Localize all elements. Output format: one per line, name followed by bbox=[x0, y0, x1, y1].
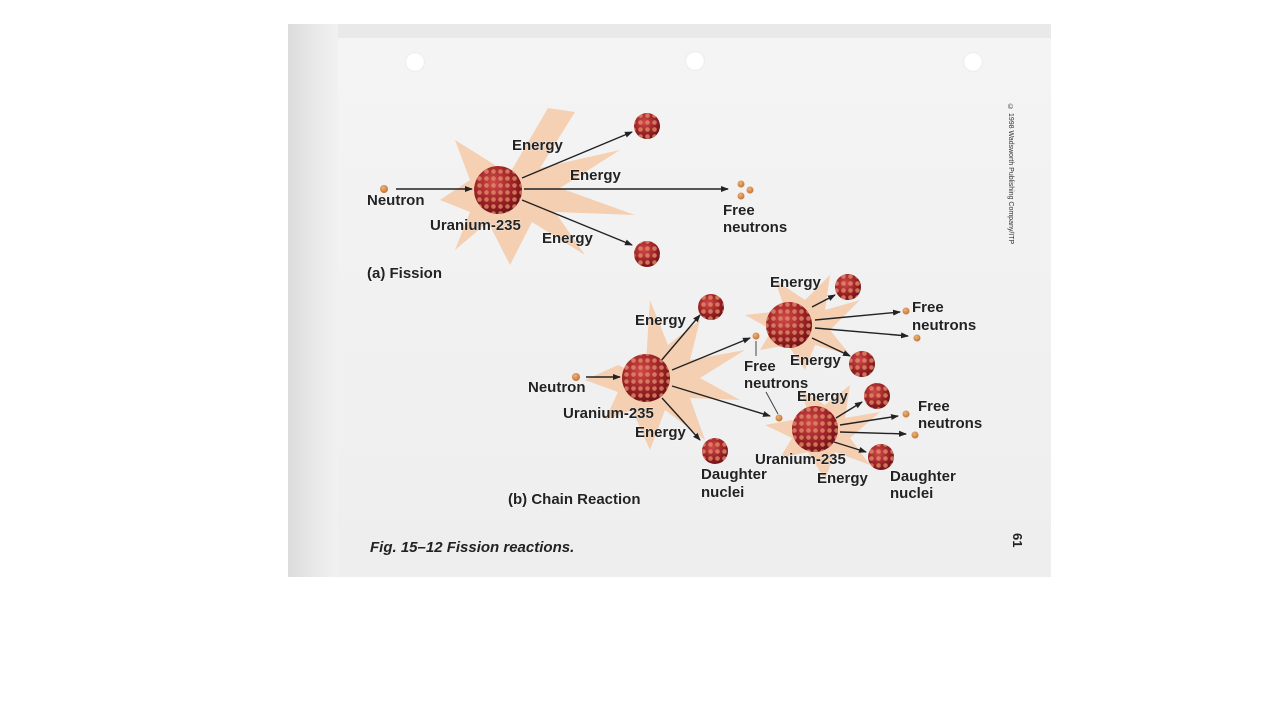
neutron-icon bbox=[572, 373, 580, 381]
uranium-label: Uranium-235 bbox=[563, 405, 654, 422]
arrow-to-daughter-b2-bottom bbox=[811, 337, 851, 357]
free-label: Free bbox=[744, 358, 776, 375]
daughter-nucleus-icon bbox=[849, 351, 875, 377]
panel-a-title: (a) Fission bbox=[367, 265, 442, 282]
free-neutron-icon bbox=[775, 414, 783, 422]
free-neutron-icon bbox=[902, 307, 910, 315]
daughter-nucleus-icon bbox=[835, 274, 861, 300]
free-label: Free bbox=[912, 299, 944, 316]
neutron-icon bbox=[380, 185, 388, 193]
panel-b-chain-reaction: Neutron Uranium-235 Energy Energy Free n… bbox=[508, 274, 983, 509]
arrow-to-daughter-bottom-a bbox=[521, 199, 633, 246]
scan-shadow-edge bbox=[288, 24, 338, 577]
neutrons-label: neutrons bbox=[723, 219, 787, 236]
binder-hole-right bbox=[963, 52, 983, 72]
energy-label: Energy bbox=[635, 424, 687, 441]
uranium-nucleus-icon bbox=[474, 166, 522, 214]
arrow-to-free-neutron-b1-up bbox=[671, 337, 751, 371]
copyright-note: © 1998 Wadsworth Publishing Company/ITP bbox=[1007, 104, 1014, 245]
uranium-nucleus-icon bbox=[792, 406, 838, 452]
daughter-nucleus-icon bbox=[868, 444, 894, 470]
energy-label: Energy bbox=[797, 388, 849, 405]
energy-label: Energy bbox=[817, 470, 869, 487]
energy-label: Energy bbox=[512, 137, 564, 154]
free-label: Free bbox=[723, 202, 755, 219]
arrow-to-free-neutron-b3-1 bbox=[839, 414, 899, 426]
energy-burst-a bbox=[440, 108, 635, 265]
panel-a-fission: Neutron Uranium-235 Energy Energy Energy… bbox=[367, 108, 787, 282]
daughter-nucleus-icon bbox=[698, 294, 724, 320]
daughter-nucleus-icon bbox=[634, 113, 660, 139]
daughter-label: Daughter bbox=[890, 468, 956, 485]
scanned-page bbox=[288, 24, 1051, 577]
pointer-free-neutrons-lower bbox=[765, 391, 779, 415]
paper-sheet bbox=[338, 38, 1051, 577]
binder-hole-middle bbox=[685, 51, 705, 71]
uranium-label: Uranium-235 bbox=[755, 451, 846, 468]
nuclei-label: nuclei bbox=[701, 484, 744, 501]
neutrons-label: neutrons bbox=[744, 375, 808, 392]
nuclei-label: nuclei bbox=[890, 485, 933, 502]
energy-label: Energy bbox=[542, 230, 594, 247]
free-neutron-icon bbox=[913, 334, 921, 342]
daughter-nucleus-icon bbox=[634, 241, 660, 267]
binder-hole-left bbox=[405, 52, 425, 72]
energy-label: Energy bbox=[635, 312, 687, 329]
free-label: Free bbox=[918, 398, 950, 415]
free-neutron-icon bbox=[911, 431, 919, 439]
panel-b-title: (b) Chain Reaction bbox=[508, 491, 641, 508]
arrow-to-free-neutron-b2-2 bbox=[814, 327, 909, 339]
neutron-label: Neutron bbox=[367, 192, 425, 209]
daughter-nucleus-icon bbox=[702, 438, 728, 464]
uranium-label: Uranium-235 bbox=[430, 217, 521, 234]
uranium-nucleus-icon bbox=[766, 302, 812, 348]
energy-label: Energy bbox=[790, 352, 842, 369]
arrow-to-daughter-b1-bottom bbox=[661, 397, 701, 441]
arrow-to-daughter-b1-top bbox=[659, 314, 701, 363]
free-neutron-icon bbox=[752, 332, 760, 340]
free-neutrons-icon bbox=[737, 180, 754, 200]
arrow-to-daughter-b3-top bbox=[835, 401, 863, 419]
uranium-nucleus-icon bbox=[622, 354, 670, 402]
energy-label: Energy bbox=[570, 167, 622, 184]
energy-label: Energy bbox=[770, 274, 822, 291]
neutrons-label: neutrons bbox=[912, 317, 976, 334]
figure-caption: Fig. 15–12 Fission reactions. bbox=[370, 539, 574, 556]
page-number: 61 bbox=[1010, 533, 1025, 548]
arrow-to-free-neutron-b3-2 bbox=[839, 430, 907, 437]
arrow-to-free-neutron-b2-1 bbox=[814, 309, 901, 321]
daughter-label: Daughter bbox=[701, 466, 767, 483]
arrow-to-daughter-b2-top bbox=[811, 294, 836, 308]
arrow-to-free-neutron-b1-down bbox=[671, 385, 771, 417]
arrow-to-daughter-top-a bbox=[521, 131, 633, 179]
neutrons-label: neutrons bbox=[918, 415, 982, 432]
neutron-label: Neutron bbox=[528, 379, 586, 396]
free-neutron-icon bbox=[902, 410, 910, 418]
arrow-to-daughter-b3-bottom bbox=[833, 441, 867, 453]
daughter-nucleus-icon bbox=[864, 383, 890, 409]
